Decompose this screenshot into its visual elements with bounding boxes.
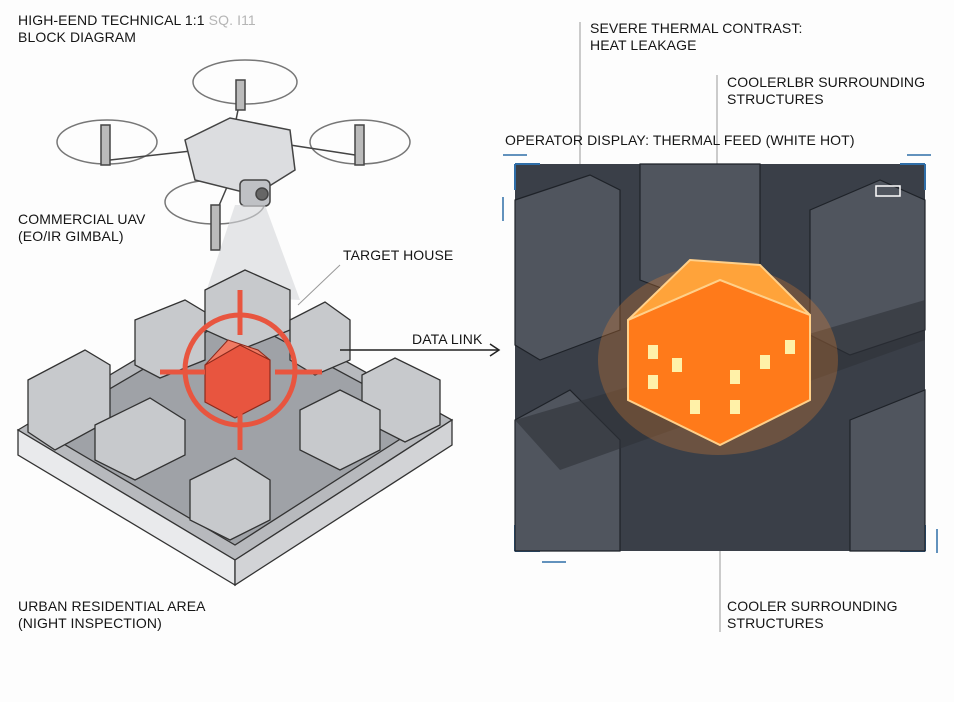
- cooler-structures-top-label: COOLERLBR SURROUNDING STRUCTURES: [727, 74, 925, 108]
- area-label-line1: URBAN RESIDENTIAL AREA: [18, 598, 206, 614]
- uav-label: COMMERCIAL UAV (EO/IR GIMBAL): [18, 211, 145, 245]
- cooler-bottom-line2: STRUCTURES: [727, 615, 824, 631]
- thermal-display: [514, 163, 926, 552]
- area-label: URBAN RESIDENTIAL AREA (NIGHT INSPECTION…: [18, 598, 206, 632]
- cooler-structures-bottom-label: COOLER SURROUNDING STRUCTURES: [727, 598, 898, 632]
- data-link-arrow: [340, 343, 501, 357]
- target-house-label: TARGET HOUSE: [343, 247, 454, 263]
- uav-label-line2: (EO/IR GIMBAL): [18, 228, 124, 244]
- diagram-title: HIGH-EEND TECHNICAL 1:1 SQ. I11 BLOCK DI…: [18, 12, 256, 46]
- cooler-top-line2: STRUCTURES: [727, 91, 824, 107]
- crosshair-reticle: [160, 290, 322, 450]
- data-link-label: DATA LINK: [412, 331, 483, 347]
- title-line2: BLOCK DIAGRAM: [18, 29, 136, 45]
- battery-icon: [875, 185, 901, 197]
- uav-label-line1: COMMERCIAL UAV: [18, 211, 146, 227]
- camera-fov-cone: [205, 205, 300, 300]
- area-label-line2: (NIGHT INSPECTION): [18, 615, 162, 631]
- uav-drone-illustration: [56, 59, 411, 251]
- title-line1: HIGH-EEND TECHNICAL 1:1: [18, 12, 205, 28]
- heat-leakage-label: SEVERE THERMAL CONTRAST: HEAT LEAKAGE: [590, 20, 802, 54]
- title-suffix: SQ. I11: [208, 12, 256, 28]
- cooler-top-line1: COOLERLBR SURROUNDING: [727, 74, 926, 90]
- heat-label-line1: SEVERE THERMAL CONTRAST:: [590, 20, 803, 36]
- target-house-illustration: [204, 339, 271, 419]
- heat-label-line2: HEAT LEAKAGE: [590, 37, 697, 53]
- operator-display-label: OPERATOR DISPLAY: THERMAL FEED (WHITE HO…: [505, 132, 855, 148]
- cooler-bottom-line1: COOLER SURROUNDING: [727, 598, 898, 614]
